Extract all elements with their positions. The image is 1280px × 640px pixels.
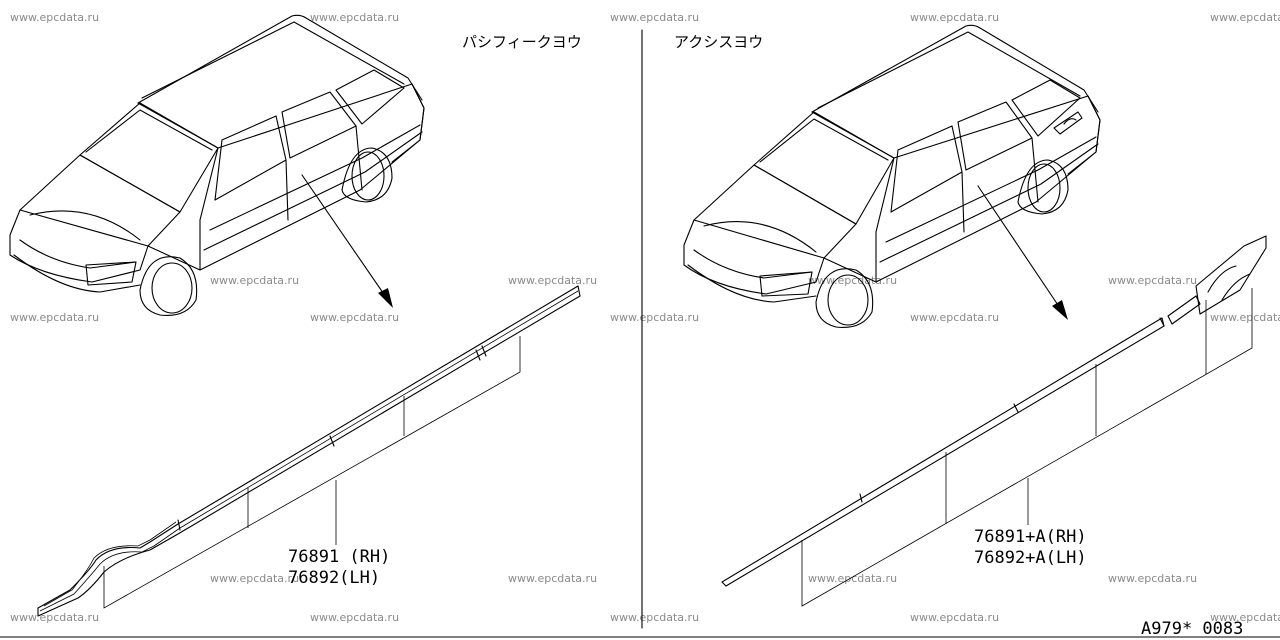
watermark-layer: www.epcdata.ru www.epcdata.ru www.epcdat… — [10, 11, 1280, 624]
watermark: www.epcdata.ru — [1210, 11, 1280, 24]
watermark: www.epcdata.ru — [1210, 611, 1280, 624]
watermark: www.epcdata.ru — [1210, 311, 1280, 324]
right-panel-title: アクシスヨウ — [674, 33, 763, 51]
left-side-molding — [37, 285, 581, 617]
watermark: www.epcdata.ru — [10, 311, 99, 324]
right-arrow — [977, 185, 1068, 320]
watermark: www.epcdata.ru — [610, 11, 699, 24]
right-van-illustration — [683, 24, 1101, 328]
left-part-number-rh: 76891 (RH) — [288, 547, 390, 567]
watermark: www.epcdata.ru — [508, 274, 597, 287]
right-part-number-rh: 76891+A(RH) — [974, 527, 1087, 547]
watermark: www.epcdata.ru — [508, 572, 597, 585]
right-side-molding — [721, 235, 1267, 607]
right-part-number-lh: 76892+A(LH) — [974, 548, 1087, 568]
left-van-illustration — [9, 14, 425, 316]
watermark: www.epcdata.ru — [910, 11, 999, 24]
watermark: www.epcdata.ru — [310, 311, 399, 324]
watermark: www.epcdata.ru — [310, 611, 399, 624]
left-part-number-lh: 76892(LH) — [288, 568, 380, 588]
watermark: www.epcdata.ru — [910, 611, 999, 624]
watermark: www.epcdata.ru — [10, 611, 99, 624]
watermark: www.epcdata.ru — [1108, 274, 1197, 287]
watermark: www.epcdata.ru — [1108, 572, 1197, 585]
diagram-code: A979* 0083 — [1141, 619, 1243, 639]
watermark: www.epcdata.ru — [310, 11, 399, 24]
watermark: www.epcdata.ru — [610, 611, 699, 624]
watermark: www.epcdata.ru — [10, 11, 99, 24]
watermark: www.epcdata.ru — [910, 311, 999, 324]
watermark: www.epcdata.ru — [210, 274, 299, 287]
watermark: www.epcdata.ru — [808, 572, 897, 585]
left-panel-title: パシフィークヨウ — [462, 33, 582, 51]
watermark: www.epcdata.ru — [210, 572, 299, 585]
left-arrow — [301, 174, 393, 308]
watermark: www.epcdata.ru — [610, 311, 699, 324]
watermark: www.epcdata.ru — [808, 274, 897, 287]
